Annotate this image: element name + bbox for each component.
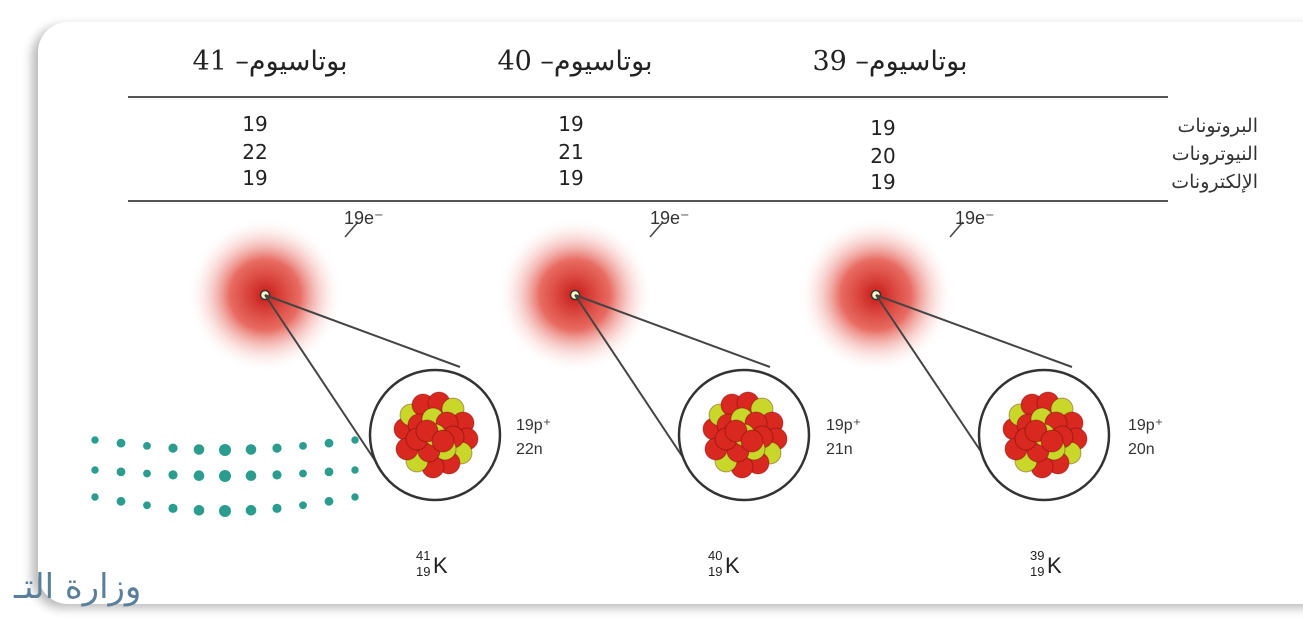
logo-dot xyxy=(91,436,99,444)
logo-dot xyxy=(324,496,334,506)
logo-dot xyxy=(351,493,359,501)
logo-dot xyxy=(272,503,282,513)
k41-neutrons: 22 xyxy=(242,140,268,164)
symbol-k41: K xyxy=(433,553,448,578)
header-potassium-40: بوتاسيوم– 40 xyxy=(497,46,653,77)
atomic-number-k40: 19 xyxy=(708,564,722,579)
logo-dot xyxy=(168,470,178,480)
header-potassium-39: بوتاسيوم– 39 xyxy=(812,46,968,77)
row-label-protons: البروتونات xyxy=(1177,115,1258,137)
logo-dot xyxy=(219,505,231,517)
k41-electrons: 19 xyxy=(242,166,268,190)
logo-dot xyxy=(143,469,151,478)
neutron-label-k39: 20n xyxy=(1128,441,1155,458)
logo-dot xyxy=(193,470,205,482)
proton-ball xyxy=(724,419,748,443)
k39-electrons: 19 xyxy=(870,170,896,194)
logo-dot xyxy=(91,466,99,474)
row-label-electrons: الإلكترونات xyxy=(1171,171,1258,193)
logo-dot xyxy=(116,496,126,506)
logo-dot xyxy=(193,444,205,455)
electron-label-k39: 19e⁻ xyxy=(955,208,995,228)
logo-dot xyxy=(219,470,231,482)
neutron-label-k40: 21n xyxy=(826,441,853,458)
proton-ball xyxy=(740,429,764,453)
logo-dot xyxy=(245,470,257,482)
table-bottom-rule xyxy=(128,200,1168,202)
proton-label-k40: 19p⁺ xyxy=(826,417,861,434)
zoom-line-k39-lower xyxy=(875,294,991,466)
zoom-line-k40-lower xyxy=(574,294,689,466)
atom-k39: 19e⁻ 19p⁺ 20n 39 19 K xyxy=(798,208,1163,579)
atom-k41: 19e⁻ 19p⁺ 22n 41 19 K xyxy=(187,208,551,579)
atomic-number-k41: 19 xyxy=(416,564,430,579)
ministry-logo-dots xyxy=(91,436,359,517)
logo-dot xyxy=(299,501,307,510)
logo-dot xyxy=(245,505,257,516)
logo-dot xyxy=(351,466,359,474)
logo-dot xyxy=(324,438,334,448)
mass-number-k41: 41 xyxy=(416,548,430,563)
nucleus-k41 xyxy=(393,391,479,479)
row-label-neutrons: النيوترونات xyxy=(1171,143,1258,165)
k40-neutrons: 21 xyxy=(558,140,584,164)
logo-dot xyxy=(245,444,257,455)
symbol-k40: K xyxy=(725,553,740,578)
electron-pointer-k39 xyxy=(949,221,964,238)
zoom-line-k39-upper xyxy=(875,294,1073,368)
electron-pointer-k40 xyxy=(649,221,664,238)
symbol-k39: K xyxy=(1047,553,1062,578)
proton-label-k39: 19p⁺ xyxy=(1128,417,1163,434)
k40-protons: 19 xyxy=(558,112,584,136)
logo-dot xyxy=(143,501,151,510)
electron-label-k41: 19e⁻ xyxy=(344,208,384,228)
logo-dot xyxy=(143,441,151,450)
logo-dot xyxy=(116,438,126,448)
table-top-rule xyxy=(128,96,1168,98)
proton-label-k41: 19p⁺ xyxy=(516,417,551,434)
neutron-label-k41: 22n xyxy=(516,441,543,458)
nucleus-k40 xyxy=(702,391,788,479)
logo-dot xyxy=(272,470,282,480)
logo-dot xyxy=(168,503,178,513)
logo-dot xyxy=(193,505,205,516)
electron-label-k40: 19e⁻ xyxy=(650,208,690,228)
zoom-line-k41-upper xyxy=(264,294,461,368)
logo-dot xyxy=(91,493,99,501)
logo-dot xyxy=(219,444,231,456)
logo-dot xyxy=(299,469,307,478)
mass-number-k40: 40 xyxy=(708,548,722,563)
logo-dot xyxy=(299,441,307,450)
zoom-line-k41-lower xyxy=(264,294,379,466)
proton-ball xyxy=(1040,429,1064,453)
electron-pointer-k41 xyxy=(344,221,359,238)
logo-dot xyxy=(116,467,126,477)
ministry-logo-text: وزارة التـ xyxy=(14,567,142,607)
proton-ball xyxy=(431,429,455,453)
nucleus-k39 xyxy=(1002,391,1088,479)
logo-dot xyxy=(351,436,359,444)
proton-ball xyxy=(415,419,439,443)
zoom-line-k40-upper xyxy=(574,294,771,368)
k39-neutrons: 20 xyxy=(870,144,896,168)
header-potassium-41: بوتاسيوم– 41 xyxy=(192,46,348,77)
k39-protons: 19 xyxy=(870,116,896,140)
k40-electrons: 19 xyxy=(558,166,584,190)
logo-dot xyxy=(324,467,334,477)
proton-ball xyxy=(1024,419,1048,443)
atomic-number-k39: 19 xyxy=(1030,564,1044,579)
logo-dot xyxy=(168,443,178,453)
logo-dot xyxy=(272,443,282,453)
mass-number-k39: 39 xyxy=(1030,548,1044,563)
atom-k40: 19e⁻ 19p⁺ 21n 40 19 K xyxy=(497,208,861,579)
k41-protons: 19 xyxy=(242,112,268,136)
